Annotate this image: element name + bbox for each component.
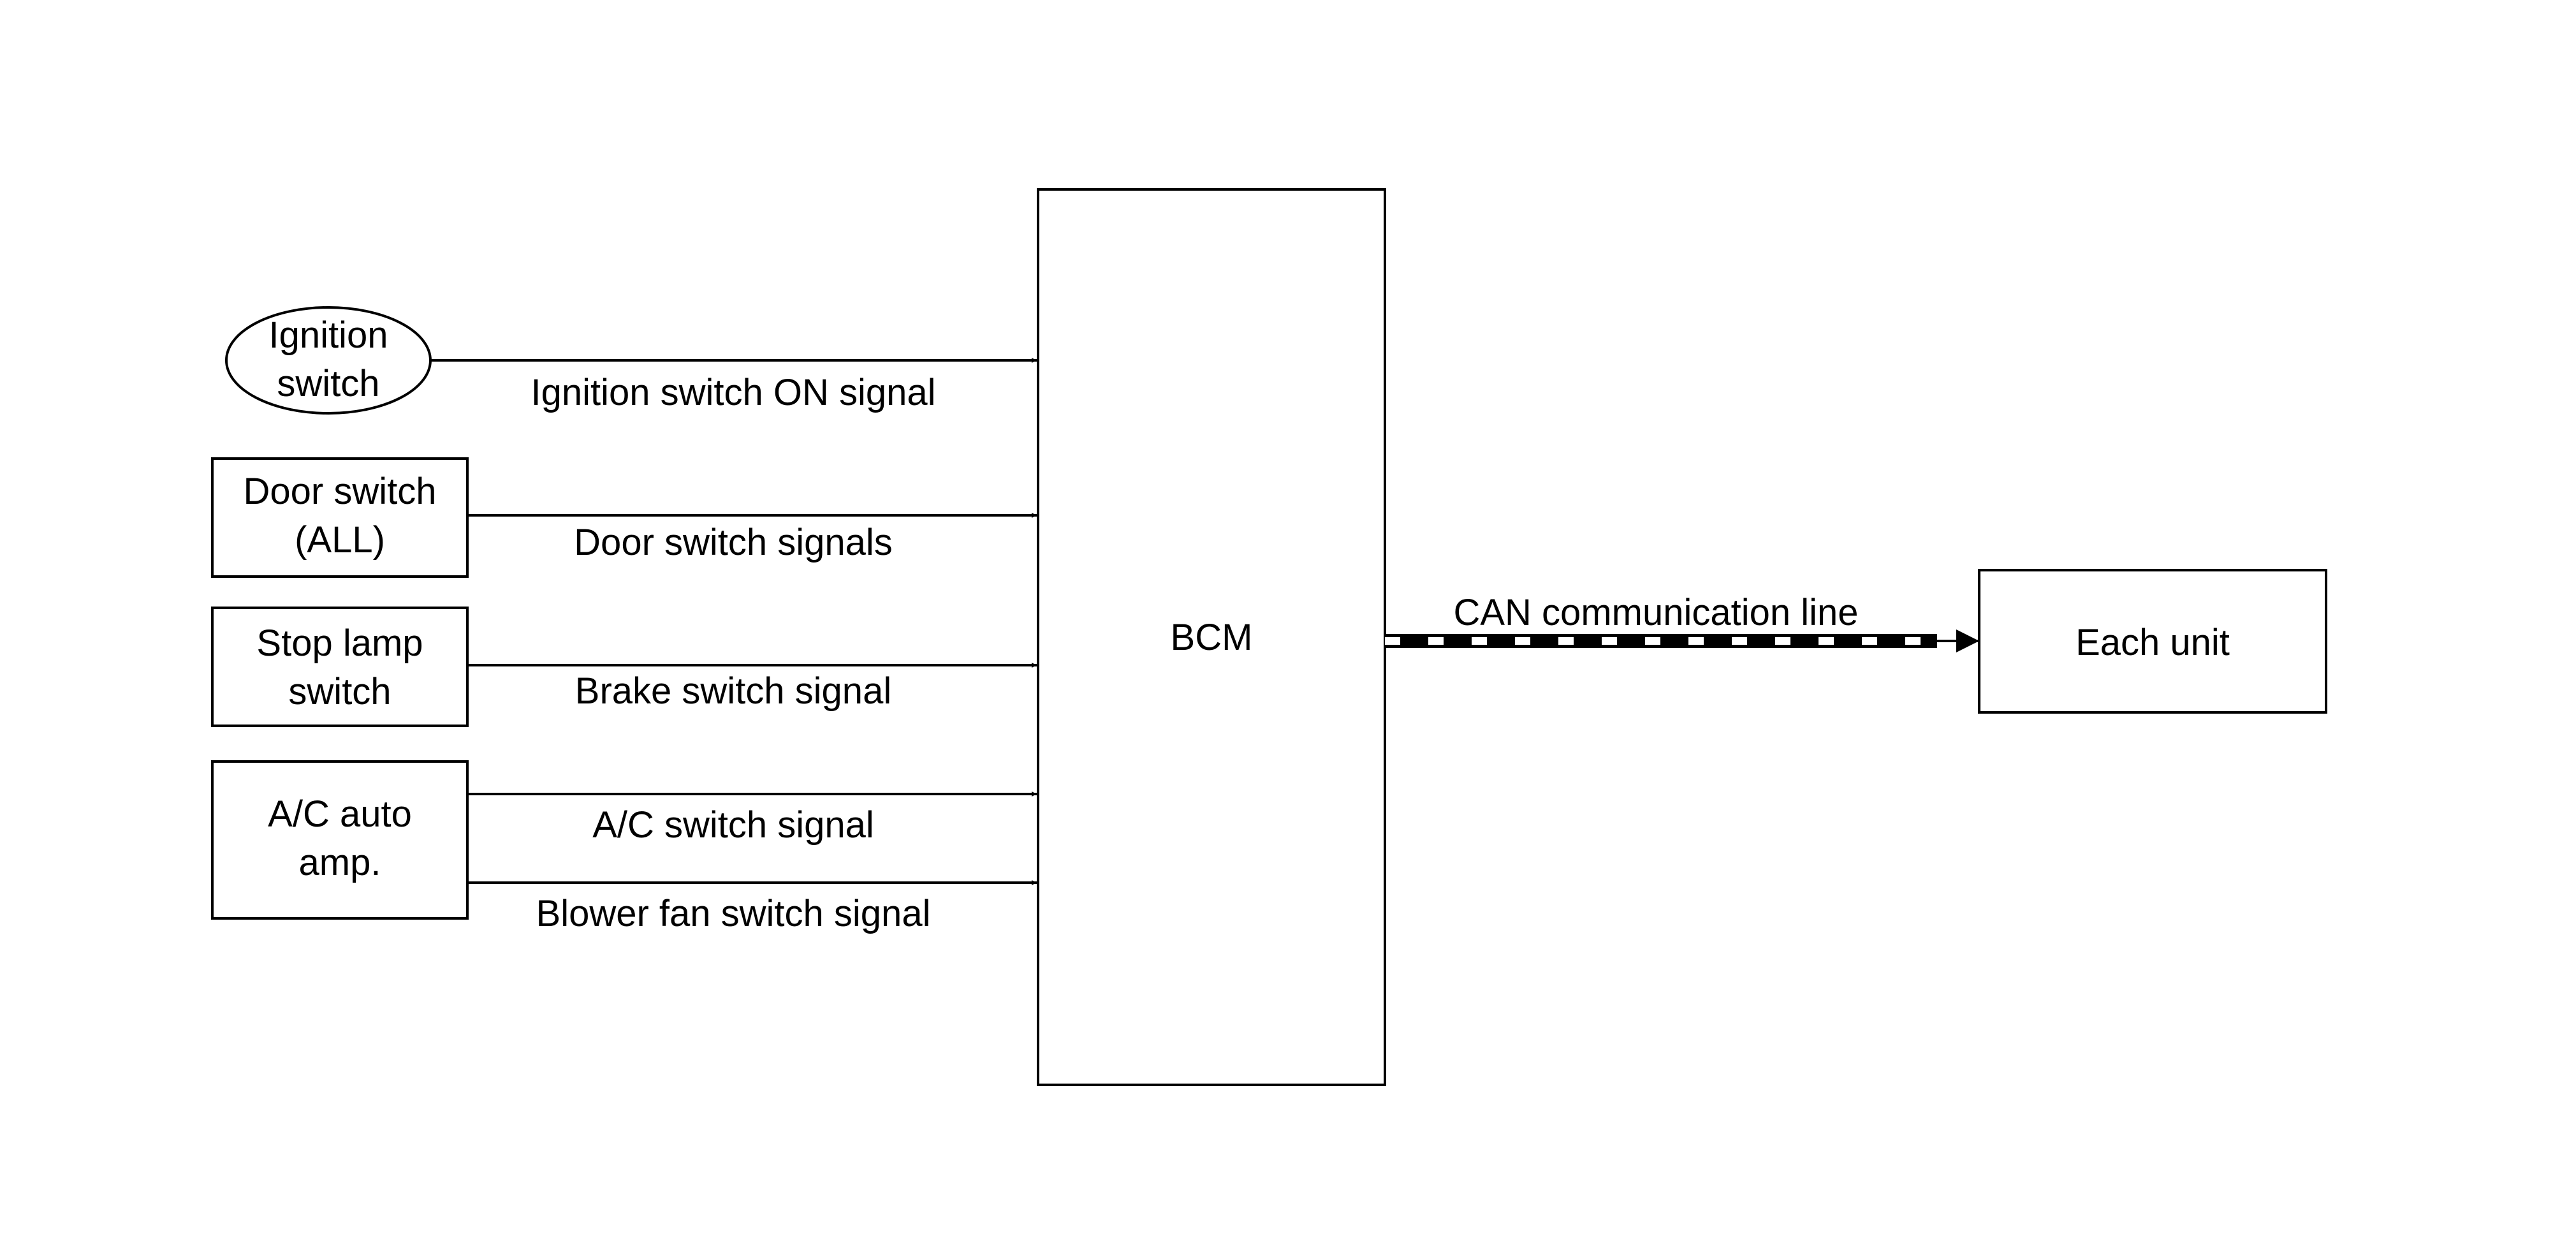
- ignition-switch-label-line2: switch: [277, 363, 379, 404]
- door-signal-label: Door switch signals: [574, 522, 893, 563]
- door-switch-node: Door switch (ALL): [211, 457, 469, 578]
- ignition-switch-node: Ignition switch: [225, 306, 432, 415]
- can-line-label: CAN communication line: [1453, 592, 1858, 633]
- ac-switch-signal-label: A/C switch signal: [592, 804, 874, 846]
- brake-signal-label: Brake switch signal: [575, 670, 891, 712]
- ignition-switch-label-line1: Ignition: [268, 314, 388, 356]
- each-unit-label: Each unit: [2075, 622, 2230, 663]
- blower-fan-signal-label: Blower fan switch signal: [536, 893, 931, 934]
- door-switch-label-line2: (ALL): [295, 519, 385, 561]
- bcm-node: BCM: [1037, 188, 1386, 1086]
- door-switch-label-line1: Door switch: [244, 471, 437, 512]
- stop-lamp-switch-label-line1: Stop lamp: [256, 622, 423, 664]
- bcm-label: BCM: [1171, 617, 1253, 658]
- ac-auto-amp-label-line1: A/C auto: [268, 793, 412, 835]
- ac-auto-amp-label-line2: amp.: [299, 842, 381, 883]
- stop-lamp-switch-node: Stop lamp switch: [211, 607, 469, 727]
- ignition-signal-label: Ignition switch ON signal: [531, 372, 935, 413]
- can-communication-line: [1385, 629, 1979, 652]
- ac-auto-amp-node: A/C auto amp.: [211, 760, 469, 920]
- stop-lamp-switch-label-line2: switch: [288, 671, 391, 712]
- each-unit-node: Each unit: [1978, 569, 2327, 714]
